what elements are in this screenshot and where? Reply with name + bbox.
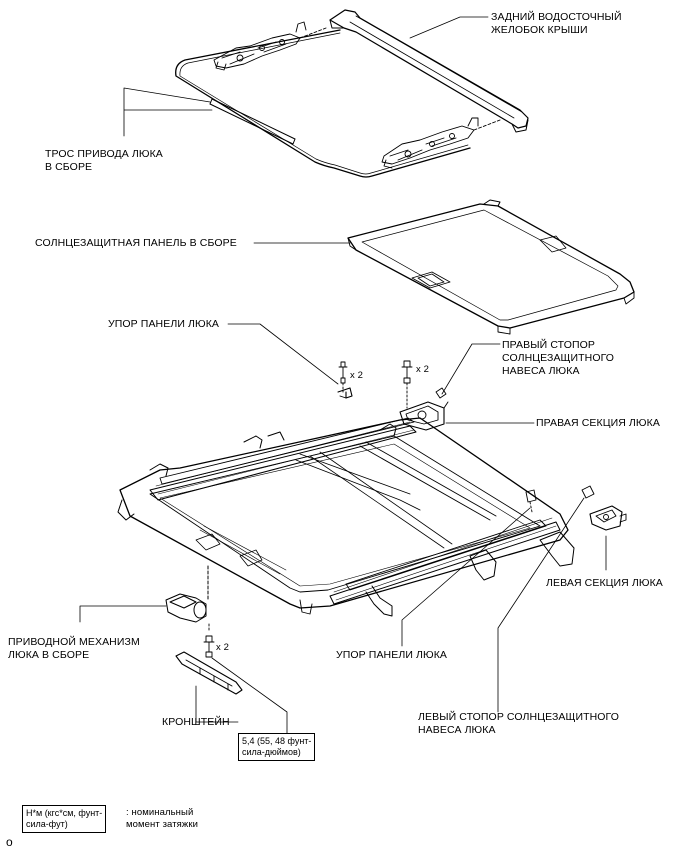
label-drive-gear: ПРИВОДНОЙ МЕХАНИЗМ ЛЮКА В СБОРЕ <box>8 636 140 661</box>
torque-spec-box: 5,4 (55, 48 фунт- сила-дюймов) <box>238 733 316 761</box>
drive-gear-assembly <box>165 565 209 623</box>
leader-lines <box>79 16 607 735</box>
footer-mark: o <box>6 835 13 849</box>
label-left-shade-stop: ЛЕВЫЙ СТОПОР СОЛНЦЕЗАЩИТНОГО НАВЕСА ЛЮКА <box>418 711 620 736</box>
label-sunshade-panel: СОЛНЦЕЗАЩИТНАЯ ПАНЕЛЬ В СБОРЕ <box>35 237 237 249</box>
label-right-section: ПРАВАЯ СЕКЦИЯ ЛЮКА <box>536 417 660 429</box>
label-rear-drip-channel: ЗАДНИЙ ВОДОСТОЧНЫЙ ЖЕЛОБОК КРЫШИ <box>491 11 622 36</box>
label-panel-stop-lower: УПОР ПАНЕЛИ ЛЮКА <box>336 649 448 661</box>
panel-stop-lower-part <box>525 489 537 513</box>
sunshade-panel-outline <box>347 199 635 335</box>
rear-drip-channel <box>329 9 529 133</box>
qty-stop-screw: x 2 <box>350 370 363 381</box>
label-left-section: ЛЕВАЯ СЕКЦИЯ ЛЮКА <box>546 577 663 589</box>
sunroof-housing-frame <box>117 417 575 617</box>
cable-mechanism-front <box>213 21 327 71</box>
label-drive-cable: ТРОС ПРИВОДА ЛЮКА В СБОРЕ <box>45 148 163 173</box>
panel-stop-upper-parts <box>337 361 353 399</box>
drive-cable-assembly <box>175 29 471 178</box>
legend-description: : номинальный момент затяжки <box>126 807 199 830</box>
legend-units-box: Н*м (кгс*см, фунт- сила-фут) <box>22 805 107 833</box>
bracket-screw-and-bracket <box>175 621 243 695</box>
left-section-part <box>589 505 627 531</box>
qty-bracket-screw: x 2 <box>216 642 229 653</box>
label-panel-stop-upper: УПОР ПАНЕЛИ ЛЮКА <box>108 318 220 330</box>
cable-mechanism-rear <box>381 117 501 169</box>
qty-right-section-screw: x 2 <box>416 364 429 375</box>
label-right-shade-stop: ПРАВЫЙ СТОПОР СОЛНЦЕЗАЩИТНОГО НАВЕСА ЛЮК… <box>502 339 615 377</box>
label-bracket: КРОНШТЕЙН <box>162 716 230 728</box>
left-shade-stop-part <box>581 485 595 499</box>
